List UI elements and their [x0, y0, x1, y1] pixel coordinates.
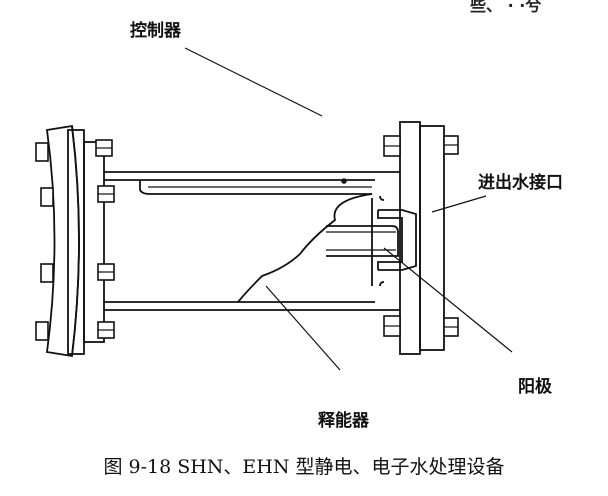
right-flange [375, 121, 445, 355]
water-port-label: 进出水接口 [478, 173, 563, 193]
right-bolts [383, 135, 459, 337]
anode-label: 阳极 [518, 377, 552, 397]
anode-assembly [326, 195, 417, 287]
left-outer-bolts [35, 142, 54, 341]
figure-caption: 图 9-18 SHN、EHN 型静电、电子水处理设备 [103, 456, 505, 478]
leader-lines [184, 47, 513, 371]
left-inner-bolts [95, 139, 115, 339]
controller-label: 控制器 [130, 21, 181, 41]
body-tube [104, 171, 375, 311]
left-flange [45, 124, 105, 358]
energy-releaser-label: 释能器 [318, 411, 369, 431]
top-right-fragment: 些、 · ·兮 [470, 0, 542, 15]
